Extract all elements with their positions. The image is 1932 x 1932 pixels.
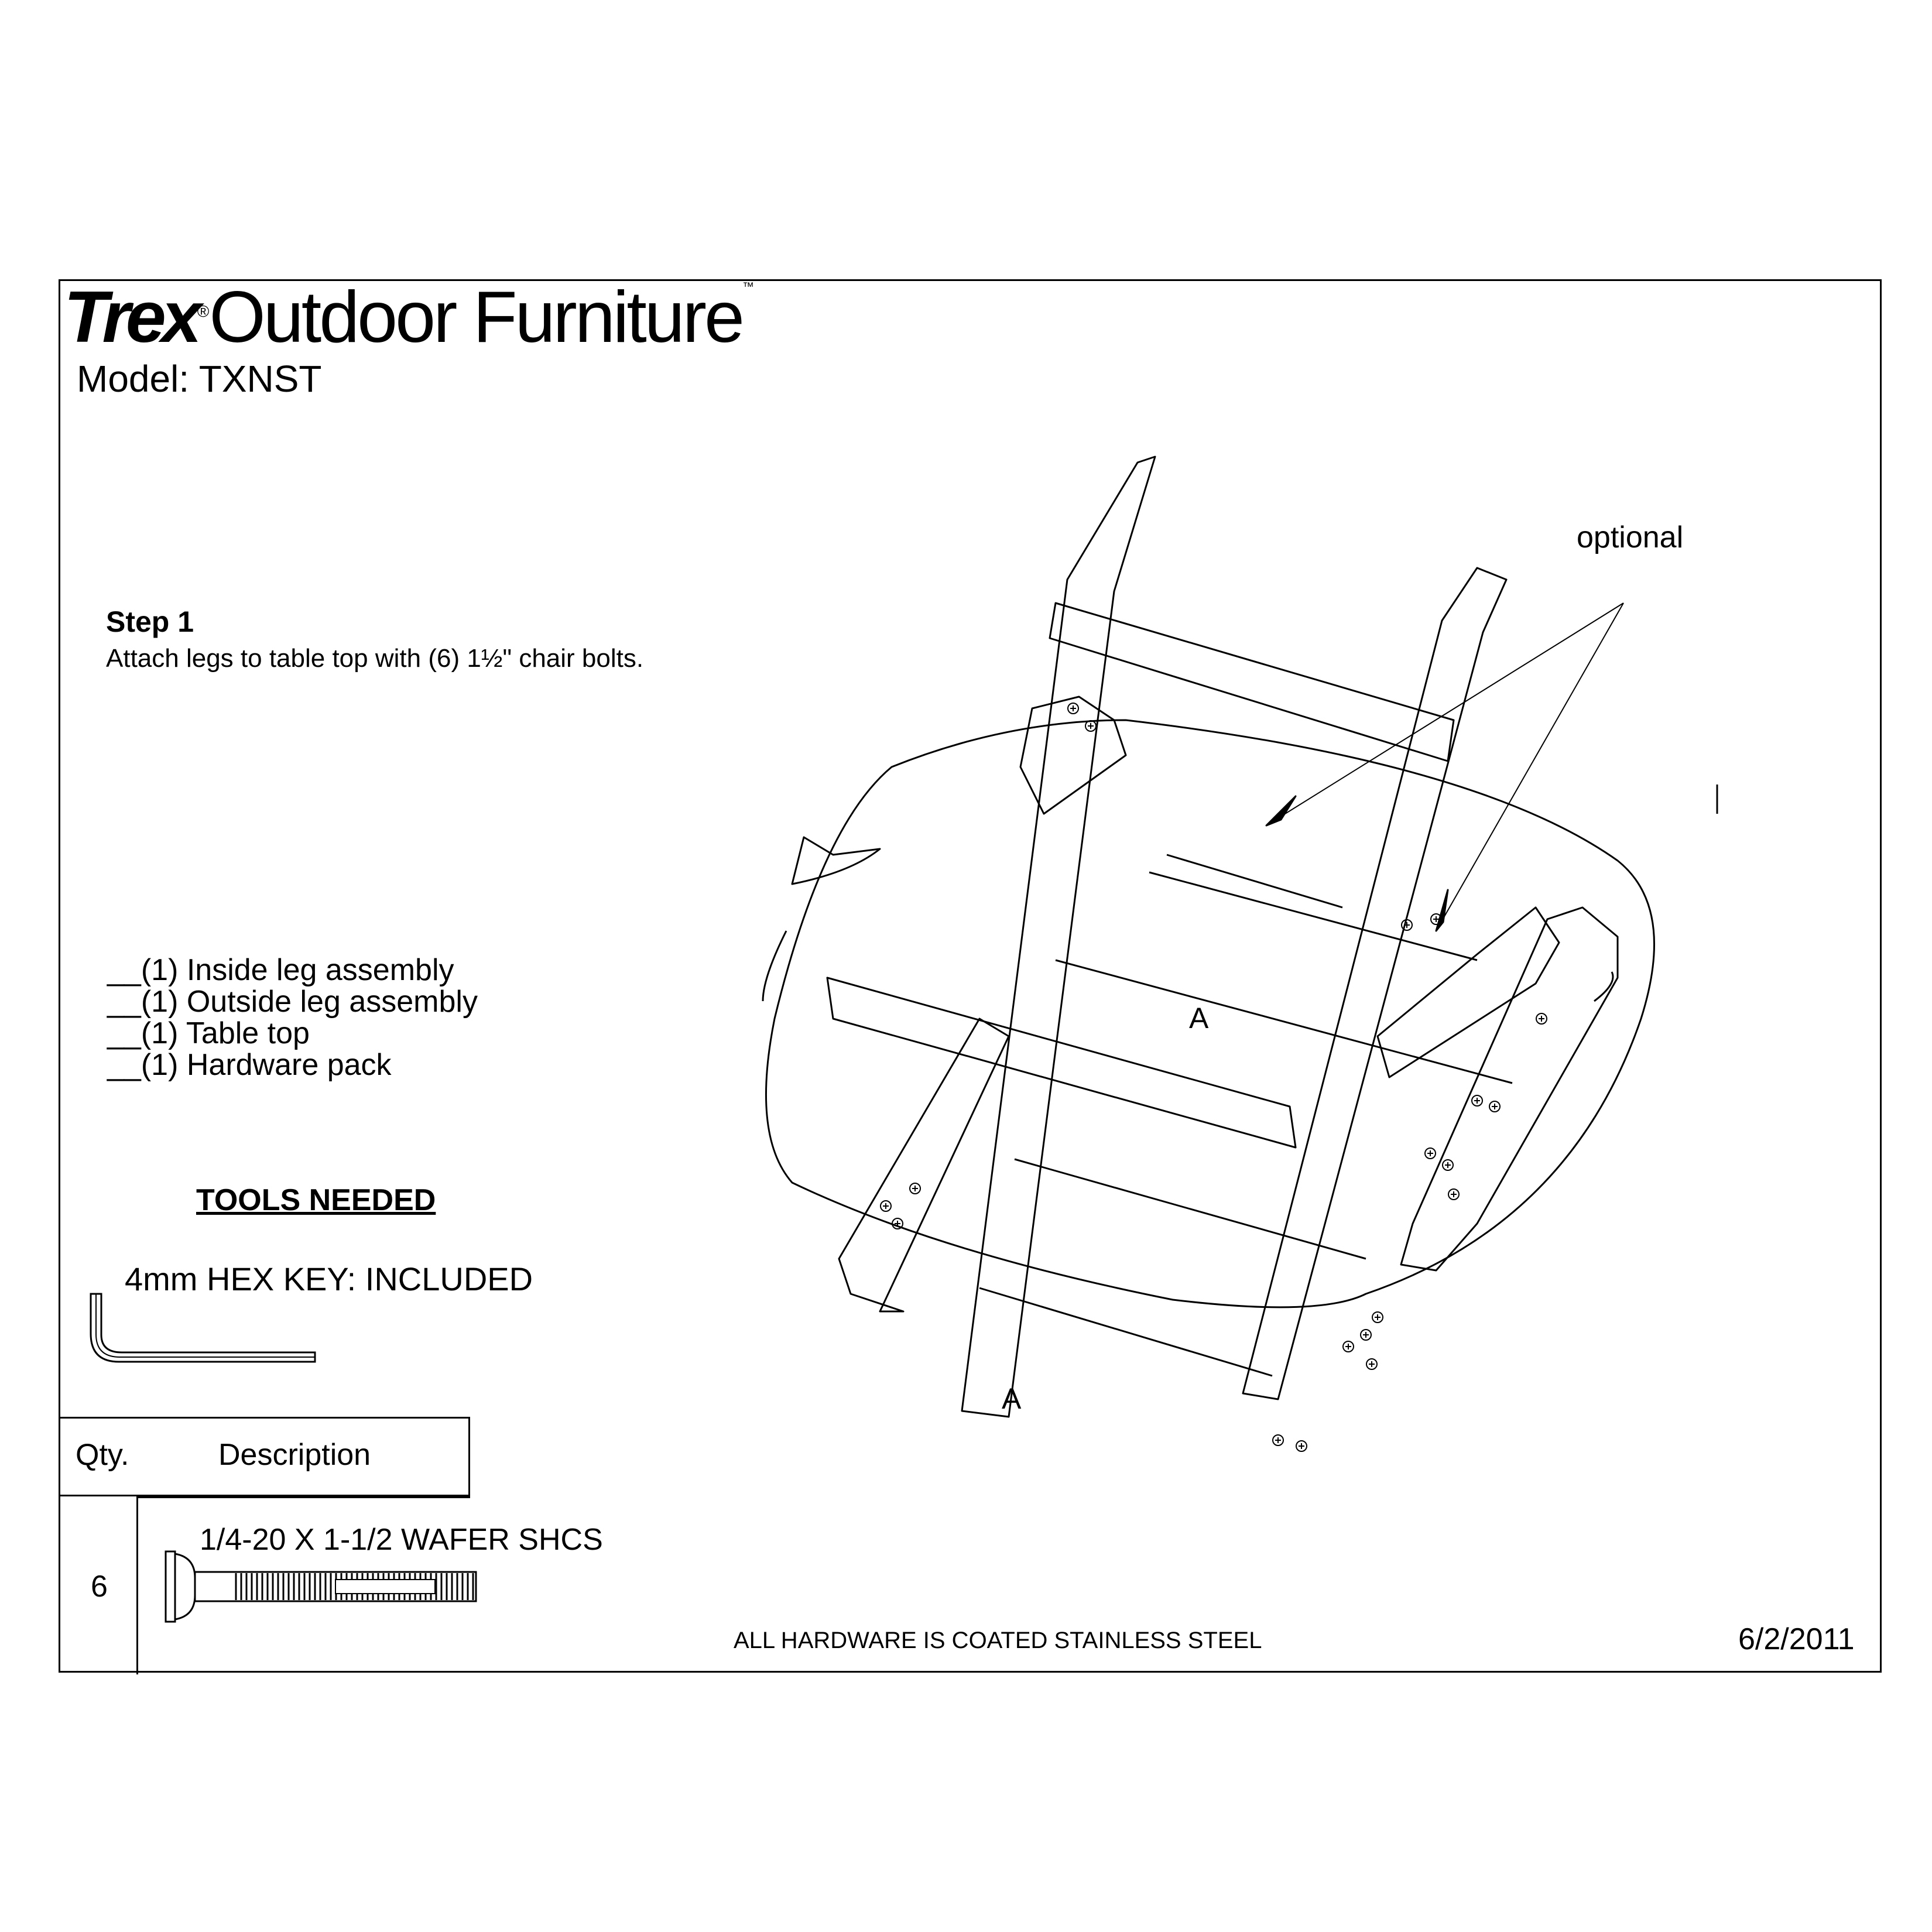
brand-name-regular: Outdoor Furniture [209,277,745,358]
part-label-a: A [1002,1382,1022,1415]
hardware-qty: 6 [91,1570,108,1604]
tools-needed-title: TOOLS NEEDED [196,1183,436,1217]
step-instruction: Attach legs to table top with (6) 1½" ch… [106,644,644,673]
hex-key-icon [90,1293,316,1363]
table-row-divider [136,1496,470,1498]
parts-item: __(1) Outside leg assembly [107,985,478,1019]
part-label-a: A [1189,1002,1209,1034]
brand-tm-mark: ™ [742,280,755,293]
table-assembly-drawing [762,455,1718,1452]
brand-logo: Trex®Outdoor Furniture™ [64,281,754,354]
brand-reg-mark: ® [197,302,210,321]
instruction-sheet: Trex®Outdoor Furniture™ Model: TXNST Ste… [59,279,1882,1674]
parts-item: __(1) Table top [107,1016,310,1050]
model-number: Model: TXNST [77,358,322,400]
hardware-note: ALL HARDWARE IS COATED STAINLESS STEEL [734,1628,1262,1653]
description-column-header: Description [218,1438,371,1472]
qty-column-header: Qty. [76,1438,129,1472]
wafer-bolt-icon [165,1550,477,1623]
table-column-divider [136,1496,138,1674]
parts-item: __(1) Hardware pack [107,1048,392,1082]
parts-checklist: __(1) Inside leg assembly __(1) Outside … [107,954,478,1081]
parts-item: __(1) Inside leg assembly [107,953,454,987]
hex-key-label: 4mm HEX KEY: INCLUDED [125,1260,533,1297]
document-date: 6/2/2011 [1738,1622,1855,1656]
hardware-description: 1/4-20 X 1-1/2 WAFER SHCS [200,1523,603,1557]
optional-callout: optional [1577,520,1684,554]
brand-name-bold: Trex [64,277,202,358]
step-title: Step 1 [106,605,194,638]
hardware-table-header-box [59,1417,470,1496]
